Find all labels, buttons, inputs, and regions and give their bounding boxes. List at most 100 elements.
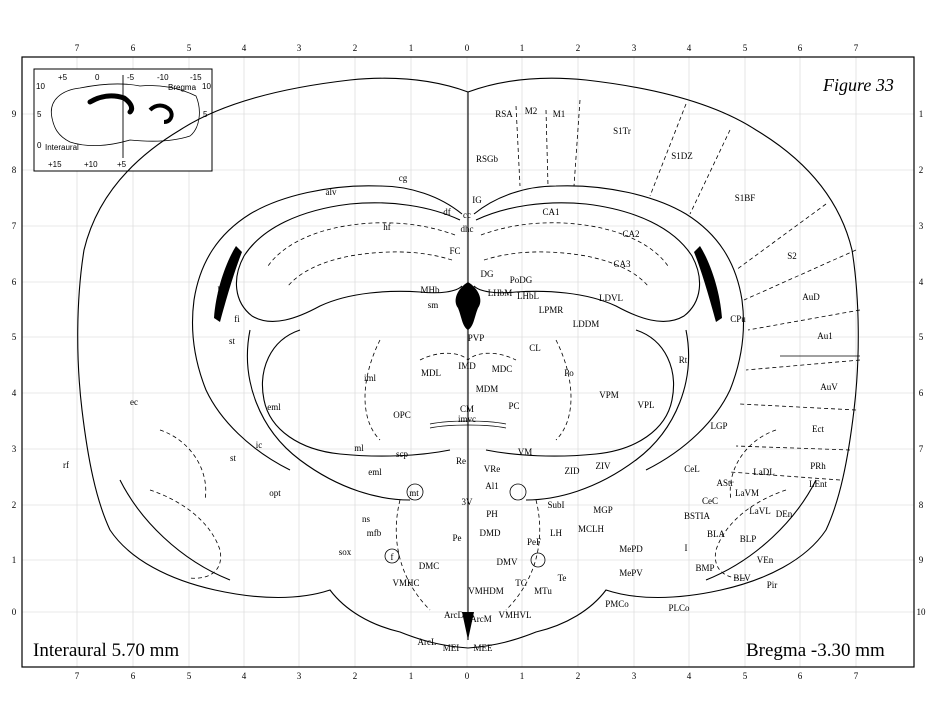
figure-frame [21,56,915,668]
structure-label: scp [396,449,408,459]
axis-tick-label: 5 [743,671,748,681]
axis-tick-label: 5 [187,43,192,53]
third-ventricle-ventral [462,612,474,640]
structure-label: IG [472,195,482,205]
axis-tick-label: 4 [919,277,924,287]
structure-label: eml [368,467,382,477]
axis-tick-label: 7 [854,43,859,53]
structure-label: PoDG [510,275,533,285]
structure-label: Rt [679,355,688,365]
structure-label: PLCo [668,603,690,613]
structure-label: Pe [453,533,462,543]
structure-label: hf [383,222,391,232]
right-thalamus-outline [485,329,674,457]
structure-label: LEnt [809,479,827,489]
axis-tick-label: 4 [687,671,692,681]
axis-tick-label: 2 [576,43,581,53]
structure-label: M2 [525,106,538,116]
structure-label: OPC [393,410,411,420]
axis-tick-label: 9 [919,555,924,565]
mediodorsal-boundary [419,352,517,361]
structure-label: mfb [367,528,382,538]
structure-label: ArcM [470,614,492,624]
axis-tick-label: 1 [919,109,924,119]
inset-bregma-label: Bregma [168,83,197,92]
structure-label: ArcL [418,637,437,647]
inset-tick-bottom: +5 [117,160,127,169]
interaural-caption: Interaural 5.70 mm [33,640,179,661]
structure-label: BSTIA [684,511,711,521]
axis-tick-label: 6 [798,43,803,53]
structure-label: DMC [419,561,440,571]
left-hippocampus-layer [287,251,453,287]
structure-label: LHbL [517,291,539,301]
axis-tick-label: 1 [520,671,525,681]
structure-label: TC [515,578,527,588]
right-hippocampus [473,202,701,322]
structure-label: BLV [733,573,751,583]
axis-tick-label: 10 [917,607,927,617]
axis-tick-label: 9 [12,109,17,119]
structure-label: RSA [495,109,513,119]
right-dashed-boundary [729,429,777,501]
structure-label: I [685,543,688,553]
right-lateral-ventricle [694,246,722,322]
structure-label: MDC [492,364,513,374]
axis-tick-label: 3 [297,671,302,681]
cortex-boundary [747,309,861,331]
fornix [384,548,400,564]
inset-tick-bottom: +15 [48,160,62,169]
left-ventral-outline [119,479,231,581]
axis-tick-label: 4 [242,671,247,681]
structure-label: PeF [527,537,541,547]
structure-label: MePV [619,568,643,578]
structure-label: LGP [710,421,727,431]
left-hypothalamus-boundary [395,499,431,611]
structure-label: FC [449,246,460,256]
left-thalamic-nucleus [364,339,381,441]
structure-label: MDL [421,368,441,378]
structure-label: VMHVL [499,610,532,620]
structure-label: LV [217,285,229,295]
structure-label: mt [409,488,419,498]
structure-label: DEn [776,509,793,519]
structure-label: st [230,453,237,463]
structure-label: VPL [637,400,654,410]
structure-label: LH [550,528,562,538]
structure-label: ArcD [444,610,464,620]
axis-tick-label: 0 [465,671,470,681]
left-hippocampus-layer [267,222,456,267]
axis-tick-label: 4 [687,43,692,53]
axis-tick-label: 2 [353,43,358,53]
axis-tick-label: 2 [576,671,581,681]
axis-tick-label: 5 [743,43,748,53]
right-hypothalamus-boundary [505,499,541,611]
inset-tick-left: 5 [37,110,42,119]
bregma-inset: +5 0 -5 -10 -15 Bregma Interaural +15 +1… [33,68,213,172]
structure-label: MEI [443,643,460,653]
left-dashed-boundary [159,429,207,501]
inset-tick-top: -10 [157,73,169,82]
structure-label: S1DZ [671,151,693,161]
structure-label: DG [481,269,494,279]
structure-label: iml [364,373,377,383]
structure-label: MEE [474,643,494,653]
structure-label: S1BF [735,193,756,203]
axis-tick-label: 7 [75,671,80,681]
structure-label: CA3 [613,259,631,269]
structure-label: Re [456,456,466,466]
inset-tick-top: 0 [95,73,100,82]
left-lateral-ventricle [214,246,242,322]
structure-label: AuD [802,292,820,302]
figure-title: Figure 33 [822,75,894,95]
right-ventral-outline [705,479,817,581]
structure-label: BLA [707,529,726,539]
structure-label: CA1 [542,207,559,217]
structure-label: sm [428,300,439,310]
structure-label: D3V [459,294,477,304]
structure-label: PRh [810,461,826,471]
structure-label: Po [564,368,574,378]
inset-brain-outline [50,83,200,146]
structure-label: BMP [695,563,714,573]
